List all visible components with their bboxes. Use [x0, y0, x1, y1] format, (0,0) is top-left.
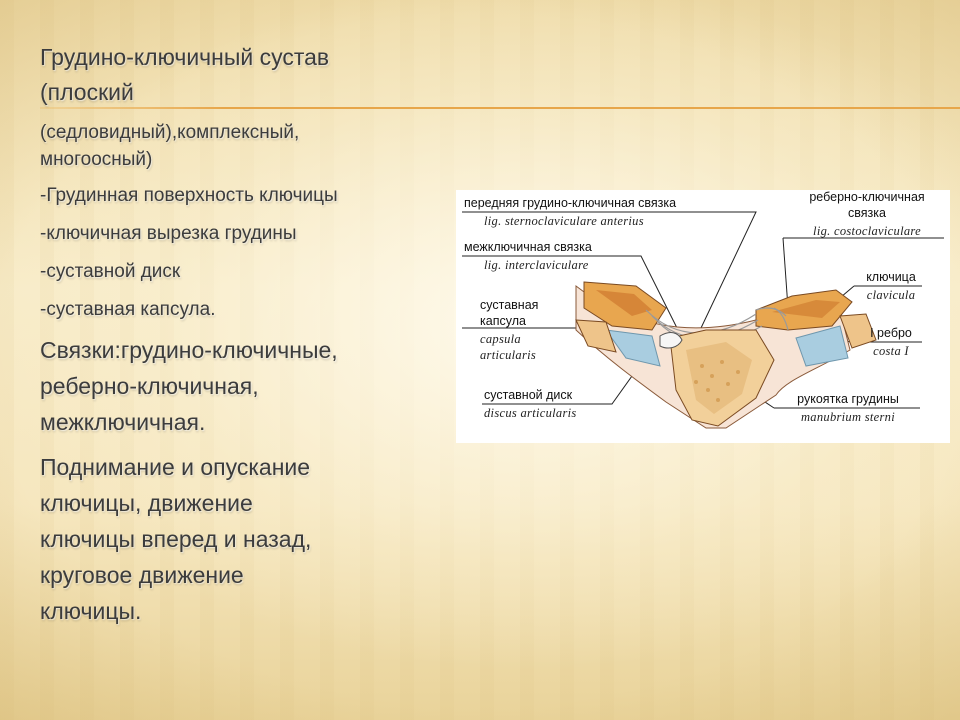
label-first-rib-latin: costa I [873, 344, 909, 358]
movements-line-3: ключицы вперед и назад, [40, 526, 312, 552]
label-clavicle: ключица [866, 270, 916, 284]
label-manubrium: рукоятка грудины [797, 392, 899, 406]
component-item: -Грудинная поверхность ключицы [40, 185, 338, 206]
movements-line-4: круговое движение [40, 562, 244, 588]
label-capsule-1: суставная [480, 298, 539, 312]
leader-interclav [462, 255, 679, 331]
articular-disc-shape [659, 332, 683, 349]
label-clavicle-latin: clavicula [866, 288, 916, 302]
left-clavicle-shading [596, 290, 652, 316]
slide-text: Грудино-ключичный сустав (плоский (седло… [40, 40, 440, 629]
component-item: -ключичная вырезка грудины [40, 223, 297, 244]
label-disc-latin: discus articularis [484, 406, 577, 420]
leader-anterior-ligament [462, 211, 757, 329]
label-costoclav-2: связка [848, 206, 886, 220]
diagram-illustration [462, 211, 944, 429]
label-capsule-latin-2: articularis [480, 348, 537, 362]
slide-title: Грудино-ключичный сустав (плоский [40, 40, 440, 110]
movements-line-1: Поднимание и опускание [40, 454, 311, 480]
movements-line-5: ключицы. [40, 598, 142, 624]
label-disc: суставной диск [484, 388, 573, 402]
movements-line-2: ключицы, движение [40, 490, 253, 516]
left-rib-cartilage [604, 329, 661, 367]
title-line-2: (плоский [40, 79, 134, 105]
movements-paragraph: Поднимание и опускание ключицы, движение… [40, 449, 440, 629]
left-first-rib-shape [575, 319, 617, 353]
label-anterior-ligament: передняя грудино-ключичная связка [464, 196, 677, 210]
manubrium-texture [694, 360, 740, 402]
joint-type-line-1: (седловидный),комплексный, [40, 122, 300, 143]
components-list: -Грудинная поверхность ключицы -ключична… [40, 177, 440, 329]
label-interclav: межключичная связка [464, 240, 592, 254]
label-first-rib: I ребро [870, 326, 912, 340]
right-rib-cartilage [795, 325, 849, 367]
component-item: -суставная капсула. [40, 299, 216, 320]
label-interclav-latin: lig. interclaviculare [484, 258, 589, 272]
leader-costoclav [782, 237, 789, 309]
title-rule [40, 107, 960, 109]
ligaments-paragraph: Связки:грудино-ключичные, реберно-ключич… [40, 332, 440, 440]
joint-type: (седловидный),комплексный, многоосный) [40, 119, 440, 173]
label-capsule-2: капсула [480, 314, 526, 328]
manubrium-spongy-bone [686, 342, 752, 414]
first-rib-shape [839, 313, 877, 349]
ligaments-line-1: Связки:грудино-ключичные, [40, 337, 338, 363]
label-manubrium-latin: manubrium sterni [800, 410, 896, 424]
anatomy-diagram: передняя грудино-ключичная связка lig. s… [456, 190, 950, 443]
ligaments-line-2: реберно-ключичная, [40, 373, 259, 399]
component-item: -суставной диск [40, 261, 181, 282]
label-costoclav-latin: lig. costoclaviculare [813, 224, 921, 238]
ligaments-line-3: межключичная. [40, 409, 206, 435]
label-costoclav-1: реберно-ключичная [809, 190, 925, 204]
joint-type-line-2: многоосный) [40, 149, 153, 170]
right-clavicle-shading [772, 300, 840, 318]
title-line-1: Грудино-ключичный сустав [40, 44, 330, 70]
label-anterior-ligament-latin: lig. sternoclaviculare anterius [484, 214, 644, 228]
label-capsule-latin-1: capsula [480, 332, 521, 346]
